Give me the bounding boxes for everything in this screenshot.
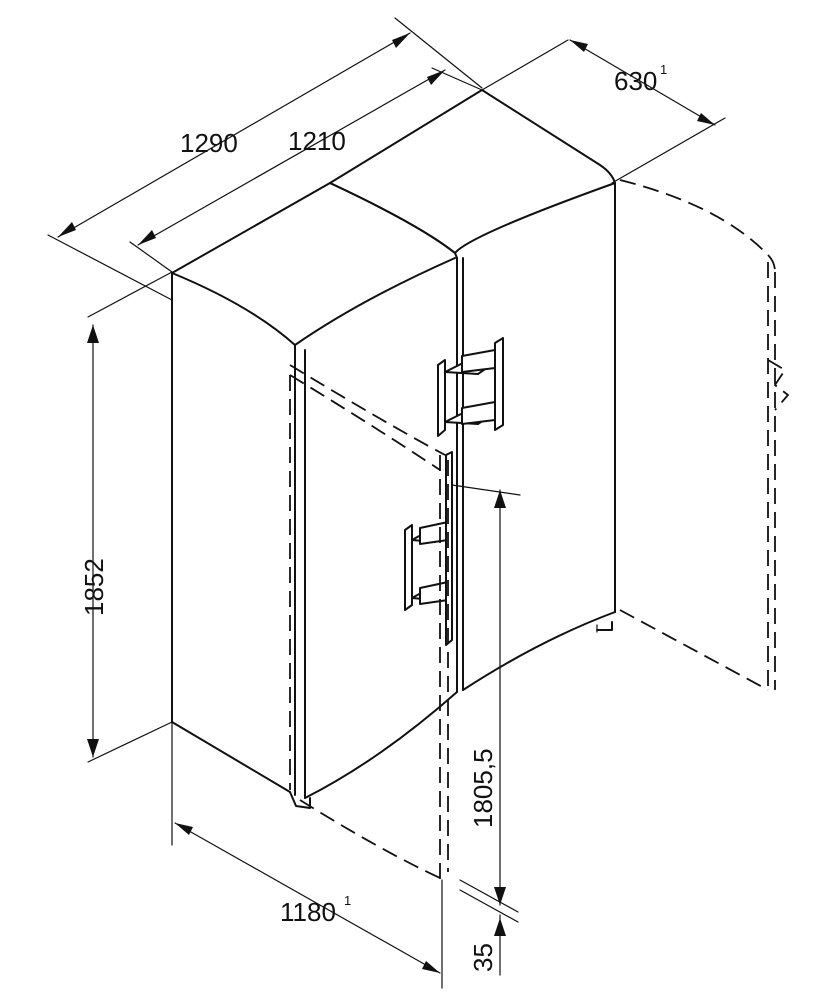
- dimension-1180: [174, 822, 441, 974]
- dimension-630-label: 630: [614, 66, 657, 96]
- dimension-1852: [87, 324, 99, 758]
- dimension-1210-label: 1210: [288, 126, 346, 156]
- open-door-left-dashed: [289, 364, 449, 880]
- open-door-right-dashed: [619, 179, 790, 691]
- dimension-35-label: 35: [468, 943, 498, 972]
- dimension-1805-5: [494, 489, 506, 906]
- dimension-630: [569, 39, 716, 126]
- dimension-1290-label: 1290: [180, 128, 238, 158]
- dimension-1852-label: 1852: [79, 558, 109, 616]
- dimension-35: [494, 914, 506, 976]
- left-cabinet: [171, 182, 458, 809]
- right-cabinet: [329, 89, 616, 691]
- extension-lines: [47, 17, 726, 989]
- left-door-handle: [404, 451, 453, 646]
- dimension-1805-5-label: 1805,5: [468, 748, 498, 828]
- dimension-1290: [57, 32, 411, 238]
- right-door-handle: [437, 337, 504, 437]
- dimension-630-superscript: 1: [660, 62, 667, 77]
- dimension-1180-superscript: 1: [344, 893, 351, 908]
- dimension-1180-label: 1180: [280, 897, 336, 927]
- dimension-1210: [137, 69, 446, 246]
